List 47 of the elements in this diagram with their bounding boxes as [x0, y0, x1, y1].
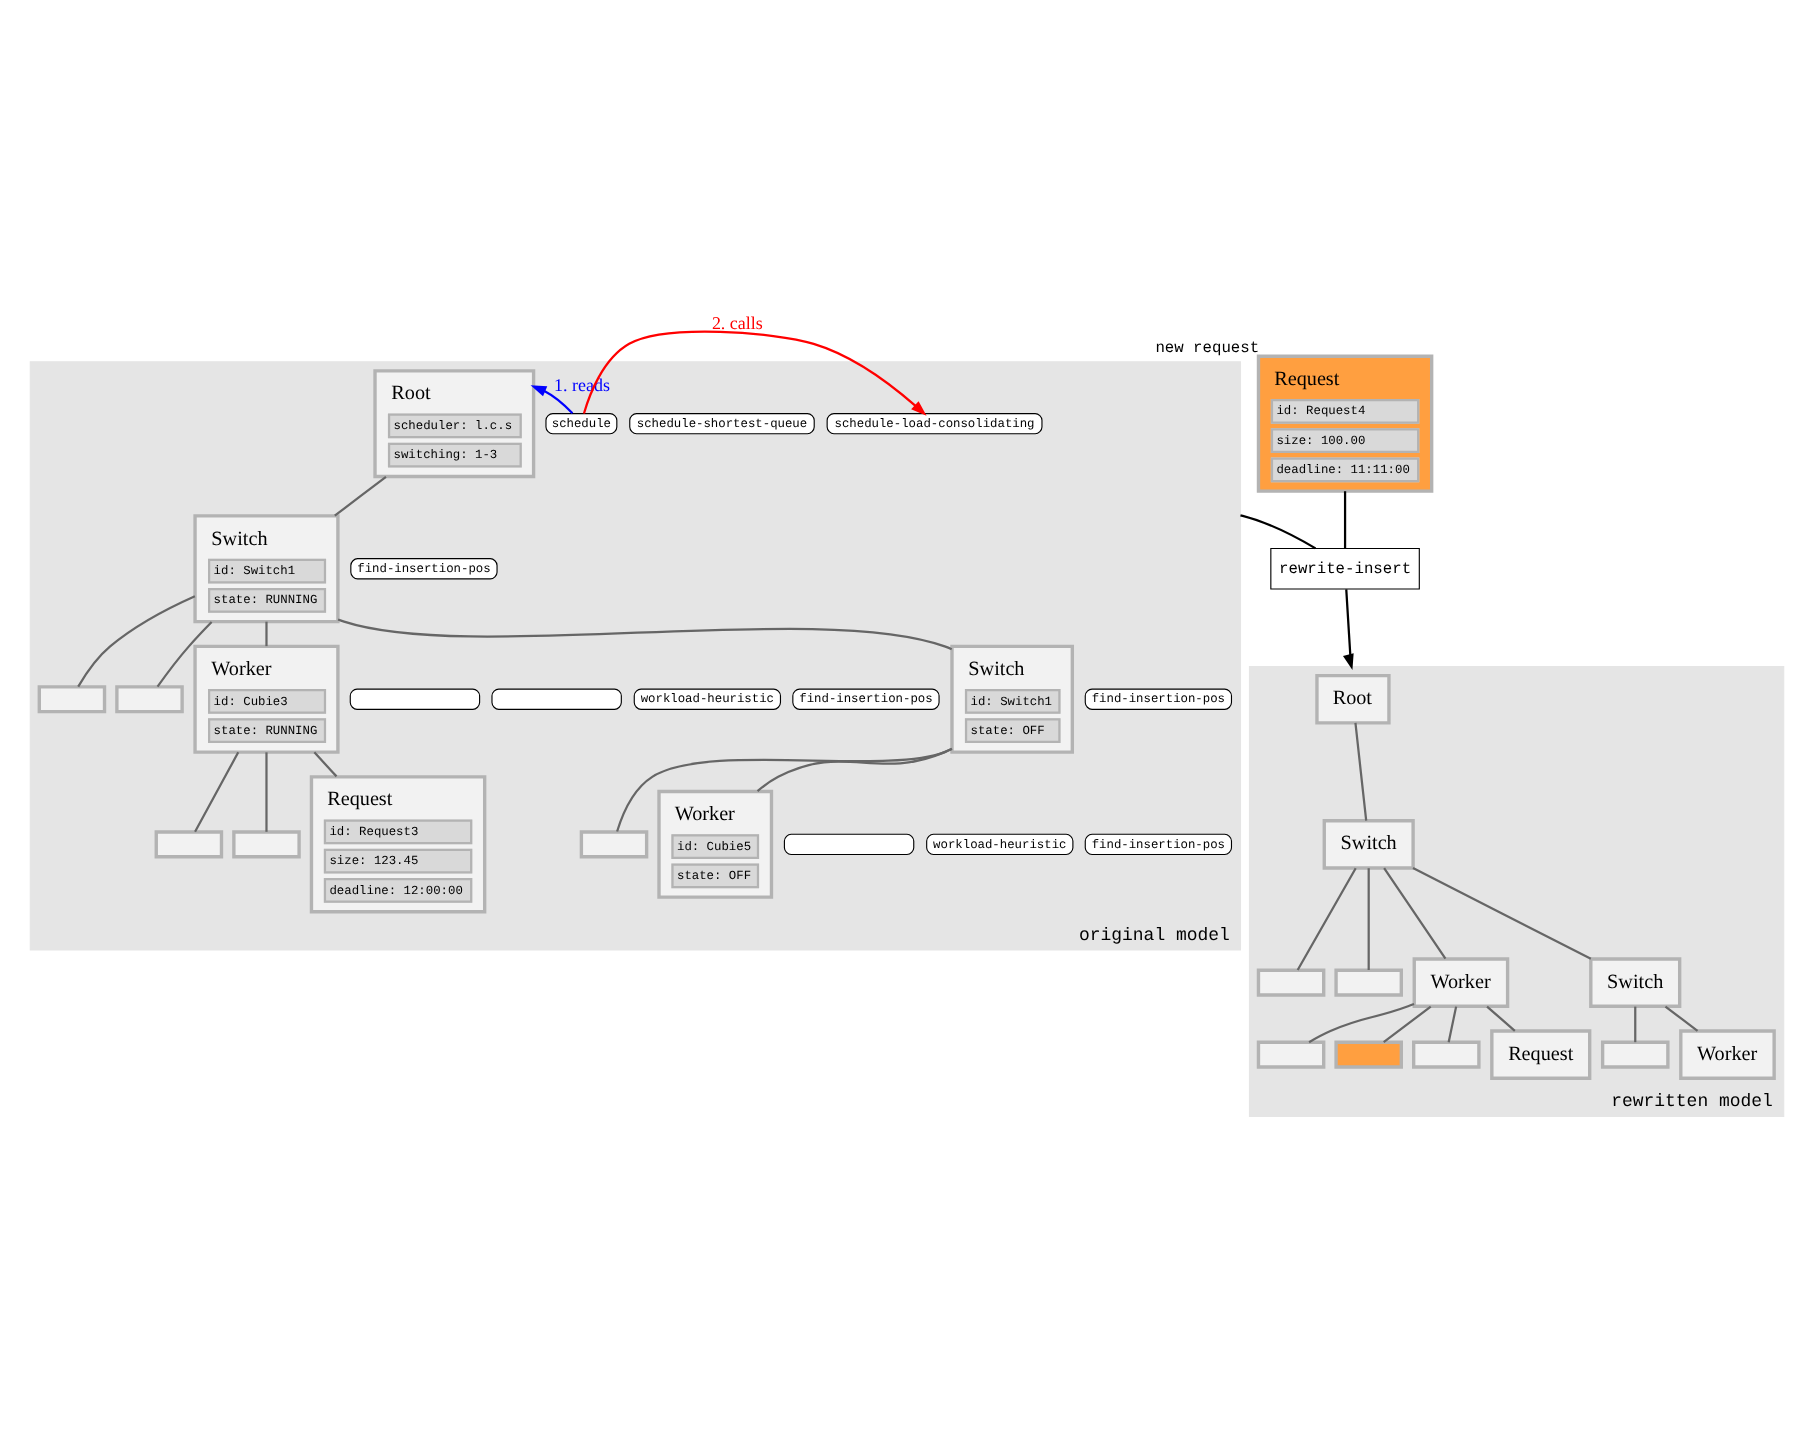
node-box [1334, 967, 1403, 996]
connector [337, 617, 953, 650]
connector [1343, 490, 1347, 548]
connector [1354, 721, 1368, 820]
node-box [491, 687, 622, 709]
node-box [1256, 967, 1326, 996]
node-box [37, 684, 107, 713]
connector [616, 747, 953, 831]
connector [1634, 1005, 1637, 1042]
connector [1486, 1004, 1516, 1031]
connector [1296, 866, 1357, 970]
node-box: Root [1315, 672, 1391, 724]
node-box: Worker [1679, 1028, 1776, 1079]
connector [1383, 1004, 1432, 1043]
node-box: Switch [1589, 956, 1682, 1007]
arrow [582, 329, 927, 415]
node-box [154, 829, 224, 858]
node-box [232, 829, 301, 858]
connector [156, 620, 213, 687]
connector [756, 746, 953, 792]
connector [77, 594, 196, 687]
arrow [1343, 588, 1354, 669]
connector [265, 620, 268, 646]
node-box [1334, 1039, 1403, 1068]
node-box: Request [1490, 1028, 1592, 1079]
node-box [115, 684, 184, 713]
connector [265, 751, 268, 831]
connector [1664, 1004, 1699, 1031]
connector [1240, 513, 1317, 549]
node-box [783, 832, 915, 854]
node-box: Worker [1412, 956, 1510, 1007]
connector [1383, 866, 1447, 959]
node-box [1256, 1039, 1326, 1068]
connector [194, 750, 240, 832]
connector [1412, 866, 1592, 959]
node-box [1600, 1039, 1670, 1068]
connector [1308, 1001, 1415, 1043]
connector [1367, 867, 1370, 969]
connector [313, 750, 338, 777]
connector [334, 474, 387, 516]
node-box: Switch [1322, 818, 1415, 869]
node-box [1412, 1039, 1481, 1068]
edge-label: 2. calls [711, 311, 763, 332]
node-box [349, 687, 481, 709]
arrow [530, 384, 574, 414]
node-box [579, 829, 649, 858]
connector [1447, 1005, 1458, 1042]
